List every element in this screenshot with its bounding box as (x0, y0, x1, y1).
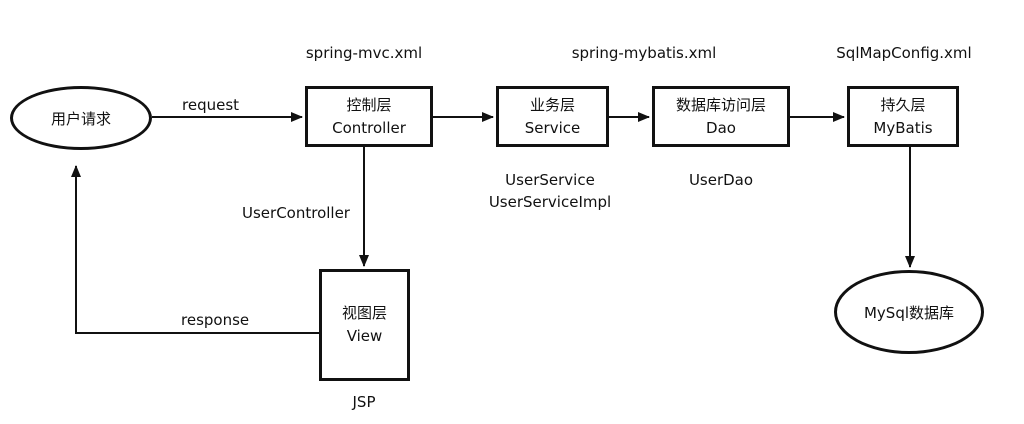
service-label-en: Service (524, 118, 581, 137)
config-spring-mybatis: spring-mybatis.xml (571, 44, 717, 62)
user-request-node: 用户请求 (10, 86, 152, 150)
edge-label-response: response (181, 311, 250, 329)
view-label-en: View (346, 327, 383, 345)
service-node: 业务层 Service (496, 86, 609, 147)
impl-user-service-impl: UserServiceImpl (488, 193, 612, 211)
controller-node: 控制层 Controller (305, 86, 433, 147)
view-node: 视图层 View (319, 269, 410, 381)
service-label-cn: 业务层 (529, 95, 575, 114)
impl-jsp: JSP (352, 393, 376, 411)
user-request-label: 用户请求 (50, 109, 111, 128)
mysql-node: MySql数据库 (834, 270, 984, 354)
dao-node: 数据库访问层 Dao (652, 86, 790, 147)
controller-label-en: Controller (332, 118, 406, 137)
view-label-cn: 视图层 (341, 304, 387, 322)
dao-label-en: Dao (706, 118, 736, 137)
impl-user-dao: UserDao (688, 171, 754, 189)
persistence-label-cn: 持久层 (880, 95, 926, 114)
persistence-node: 持久层 MyBatis (847, 86, 959, 147)
arrow-response (71, 165, 319, 334)
persistence-label-en: MyBatis (873, 118, 933, 137)
impl-user-controller: UserController (242, 204, 350, 222)
config-sqlmap: SqlMapConfig.xml (836, 44, 972, 62)
controller-label-cn: 控制层 (346, 95, 392, 114)
impl-user-service: UserService (505, 171, 595, 189)
edge-label-request: request (182, 96, 240, 114)
mysql-label: MySql数据库 (863, 303, 955, 322)
dao-label-cn: 数据库访问层 (675, 95, 766, 114)
config-spring-mvc: spring-mvc.xml (305, 44, 423, 62)
